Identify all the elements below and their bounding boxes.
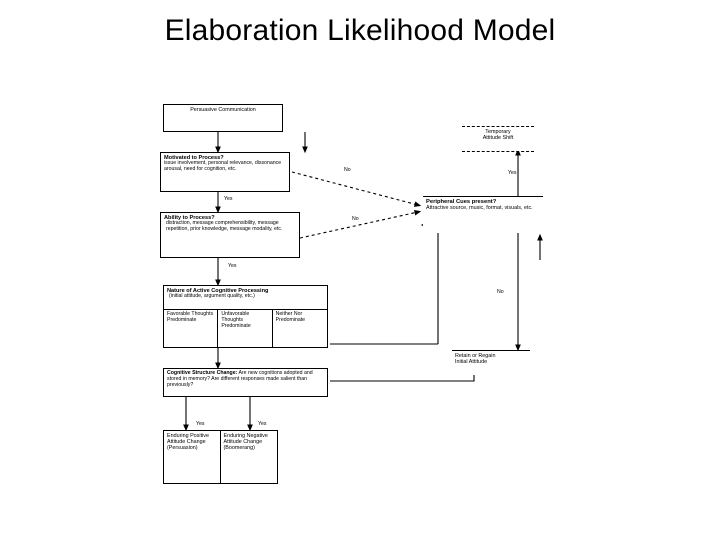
node-temporary-attitude-shift-sub: Attitude Shift bbox=[482, 135, 514, 142]
node-cognitive-structure-change[interactable]: Cognitive Structure Change: Are new cogn… bbox=[163, 368, 328, 397]
node-motivated-to-process[interactable]: Motivated to Process? issue involvement,… bbox=[160, 152, 290, 192]
outcome-boxes: Enduring Positive Attitude Change (Persu… bbox=[163, 430, 278, 484]
edge-label-structure-yes-left: Yes bbox=[196, 421, 205, 427]
edge-label-ability-yes: Yes bbox=[228, 263, 237, 269]
edge-label-structure-yes-right: Yes bbox=[258, 421, 267, 427]
node-nature-of-processing[interactable]: Nature of Active Cognitive Processing (i… bbox=[163, 285, 328, 309]
node-ability-to-process[interactable]: Ability to Process? distraction, message… bbox=[160, 212, 300, 258]
node-motivated-to-process-sub: issue involvement, personal relevance, d… bbox=[164, 160, 282, 173]
outcome-enduring-positive-label: Enduring Positive Attitude Change (Persu… bbox=[167, 433, 209, 452]
outcome-enduring-positive[interactable]: Enduring Positive Attitude Change (Persu… bbox=[164, 431, 221, 483]
node-ability-to-process-sub: distraction, message comprehensibility, … bbox=[166, 220, 283, 233]
edge-label-peripheral-no: No bbox=[497, 289, 504, 295]
node-nature-of-processing-heading: Nature of Active Cognitive Processing bbox=[167, 288, 269, 294]
edge-label-ability-no: No bbox=[352, 216, 359, 222]
outcome-enduring-negative[interactable]: Enduring Negative Attitude Change (Boome… bbox=[221, 431, 278, 483]
thought-column-unfavorable[interactable]: Unfavorable Thoughts Predominate bbox=[218, 310, 273, 347]
edge-label-motivated-yes: Yes bbox=[224, 196, 233, 202]
node-persuasive-communication[interactable]: Persuasive Communication bbox=[163, 104, 283, 132]
node-peripheral-cues-heading: Peripheral Cues present? bbox=[426, 199, 497, 205]
node-cognitive-structure-change-sub: Are new cognitions adopted and stored in… bbox=[167, 370, 313, 388]
node-retain-regain-attitude-sub: Initial Attitude bbox=[455, 359, 488, 366]
node-peripheral-cues[interactable]: Peripheral Cues present? Attractive sour… bbox=[423, 196, 543, 233]
node-ability-to-process-heading: Ability to Process? bbox=[164, 215, 215, 221]
thought-column-favorable-label: Favorable Thoughts Predominate bbox=[167, 311, 214, 323]
node-retain-regain-attitude-heading: Retain or Regain bbox=[455, 353, 496, 359]
thought-column-neither[interactable]: Neither Nor Predominate bbox=[273, 310, 327, 347]
node-motivated-to-process-heading: Motivated to Process? bbox=[164, 155, 224, 161]
node-retain-regain-attitude[interactable]: Retain or Regain Initial Attitude bbox=[452, 350, 530, 375]
node-nature-of-processing-sub: (initial attitude, argument quality, etc… bbox=[169, 293, 255, 300]
node-temporary-attitude-shift-heading: Temporary bbox=[485, 129, 511, 135]
thought-columns: Favorable Thoughts Predominate Unfavorab… bbox=[163, 309, 328, 348]
node-peripheral-cues-sub: Attractive source, music, format, visual… bbox=[426, 205, 533, 212]
node-persuasive-communication-heading: Persuasive Communication bbox=[190, 107, 256, 113]
outcome-enduring-negative-label: Enduring Negative Attitude Change (Boome… bbox=[223, 433, 268, 452]
edge-label-peripheral-yes: Yes bbox=[508, 170, 517, 176]
thought-column-favorable[interactable]: Favorable Thoughts Predominate bbox=[164, 310, 219, 347]
page-title: Elaboration Likelihood Model bbox=[164, 14, 556, 47]
thought-column-unfavorable-label: Unfavorable Thoughts Predominate bbox=[221, 311, 251, 329]
node-temporary-attitude-shift[interactable]: Temporary Attitude Shift bbox=[462, 126, 534, 152]
node-cognitive-structure-change-text: Cognitive Structure Change: Are new cogn… bbox=[164, 369, 327, 390]
node-cognitive-structure-change-heading: Cognitive Structure Change: bbox=[167, 370, 238, 376]
thought-column-neither-label: Neither Nor Predominate bbox=[275, 311, 306, 323]
edge-label-motivated-no: No bbox=[344, 167, 351, 173]
